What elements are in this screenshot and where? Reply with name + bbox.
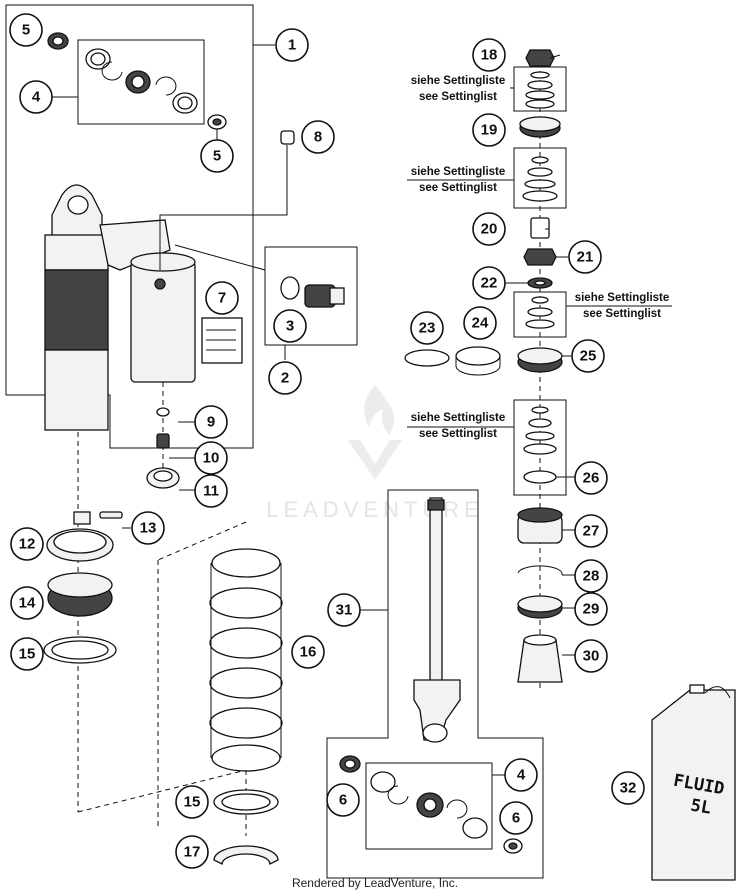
svg-text:20: 20	[481, 221, 498, 238]
lower-reservoir-parts	[146, 382, 180, 489]
svg-text:6: 6	[339, 792, 347, 809]
callout-4: 4	[19, 80, 53, 114]
callout-25: 25	[571, 339, 605, 373]
callout-1: 1	[275, 28, 309, 62]
callout-20: 20	[472, 212, 506, 246]
callout-18: 18	[472, 38, 506, 72]
coil-spring	[209, 548, 283, 772]
setting-note-de: siehe Settingliste	[575, 292, 670, 304]
callout-30: 30	[574, 639, 608, 673]
svg-text:32: 32	[620, 780, 637, 797]
callout-14: 14	[10, 586, 44, 620]
svg-text:31: 31	[336, 602, 353, 619]
svg-text:11: 11	[203, 483, 219, 500]
svg-text:4: 4	[32, 89, 41, 106]
setting-note-en: see Settinglist	[419, 428, 497, 440]
callout-2: 2	[268, 361, 302, 395]
callout-26: 26	[574, 461, 608, 495]
svg-text:14: 14	[19, 595, 36, 612]
callout-8: 8	[301, 120, 335, 154]
callout-27: 27	[574, 514, 608, 548]
svg-text:17: 17	[184, 844, 201, 861]
watermark-text: LEADVENTURE	[266, 497, 484, 522]
callout-19: 19	[472, 113, 506, 147]
damper-rod-group	[326, 489, 544, 879]
compression-adjuster-group	[174, 244, 358, 360]
svg-text:10: 10	[203, 450, 220, 467]
callout-29: 29	[574, 592, 608, 626]
svg-text:22: 22	[481, 275, 498, 292]
callout-23: 23	[410, 311, 444, 345]
svg-text:13: 13	[140, 520, 157, 537]
svg-text:18: 18	[481, 47, 498, 64]
setting-note-en: see Settinglist	[419, 91, 497, 103]
footer-credit: Rendered by LeadVenture, Inc.	[291, 876, 459, 890]
callout-5: 5	[200, 139, 234, 173]
setting-note-de: siehe Settingliste	[411, 412, 506, 424]
callout-28: 28	[574, 559, 608, 593]
callout-5: 5	[9, 13, 43, 47]
callout-12: 12	[10, 527, 44, 561]
svg-text:25: 25	[580, 348, 597, 365]
svg-text:5: 5	[213, 148, 221, 165]
fluid-can: FLUID 5L	[651, 684, 736, 881]
callout-21: 21	[568, 240, 602, 274]
svg-text:23: 23	[419, 320, 436, 337]
callout-15: 15	[10, 637, 44, 671]
svg-text:30: 30	[583, 648, 600, 665]
svg-text:5: 5	[22, 22, 30, 39]
callout-22: 22	[472, 266, 506, 300]
svg-text:7: 7	[218, 290, 226, 307]
svg-text:15: 15	[19, 646, 36, 663]
callout-11: 11	[194, 474, 228, 508]
callout-31: 31	[327, 593, 361, 627]
setting-note: siehe Settingliste see Settinglist	[411, 75, 506, 103]
spring-seat	[213, 845, 279, 866]
callout-16: 16	[291, 635, 325, 669]
setting-note-de: siehe Settingliste	[411, 166, 506, 178]
svg-text:28: 28	[583, 568, 600, 585]
svg-text:3: 3	[286, 318, 294, 335]
callout-13: 13	[131, 511, 165, 545]
leadventure-watermark: LEADVENTURE	[266, 385, 484, 522]
callout-4: 4	[504, 758, 538, 792]
svg-text:9: 9	[207, 414, 215, 431]
fluid-can-line2: 5L	[689, 795, 713, 818]
svg-text:1: 1	[288, 37, 296, 54]
setting-note: siehe Settingliste see Settinglist	[575, 292, 670, 320]
svg-text:21: 21	[577, 249, 594, 266]
svg-text:26: 26	[583, 470, 600, 487]
svg-text:12: 12	[19, 536, 36, 553]
callout-6: 6	[499, 801, 533, 835]
svg-text:27: 27	[583, 523, 600, 540]
svg-text:15: 15	[184, 794, 201, 811]
callout-10: 10	[194, 441, 228, 475]
svg-text:29: 29	[583, 601, 600, 618]
callout-3: 3	[273, 309, 307, 343]
setting-note-en: see Settinglist	[583, 308, 661, 320]
svg-text:2: 2	[281, 370, 289, 387]
svg-text:8: 8	[314, 129, 322, 146]
piston-shim-stack	[404, 49, 567, 690]
setting-note-de: siehe Settingliste	[411, 75, 506, 87]
shock-assembly-group	[5, 4, 295, 449]
callout-9: 9	[194, 405, 228, 439]
setting-note-en: see Settinglist	[419, 182, 497, 194]
callout-32: 32	[611, 771, 645, 805]
svg-text:16: 16	[300, 644, 317, 661]
svg-text:19: 19	[481, 122, 498, 139]
callout-6: 6	[326, 783, 360, 817]
callout-7: 7	[205, 281, 239, 315]
callout-24: 24	[463, 306, 497, 340]
svg-text:24: 24	[472, 315, 489, 332]
svg-text:4: 4	[517, 767, 526, 784]
setting-note: siehe Settingliste see Settinglist	[411, 166, 506, 194]
callout-17: 17	[175, 835, 209, 869]
callout-15: 15	[175, 785, 209, 819]
spring-preload-parts	[43, 511, 123, 664]
setting-note: siehe Settingliste see Settinglist	[411, 412, 506, 440]
svg-text:6: 6	[512, 810, 520, 827]
